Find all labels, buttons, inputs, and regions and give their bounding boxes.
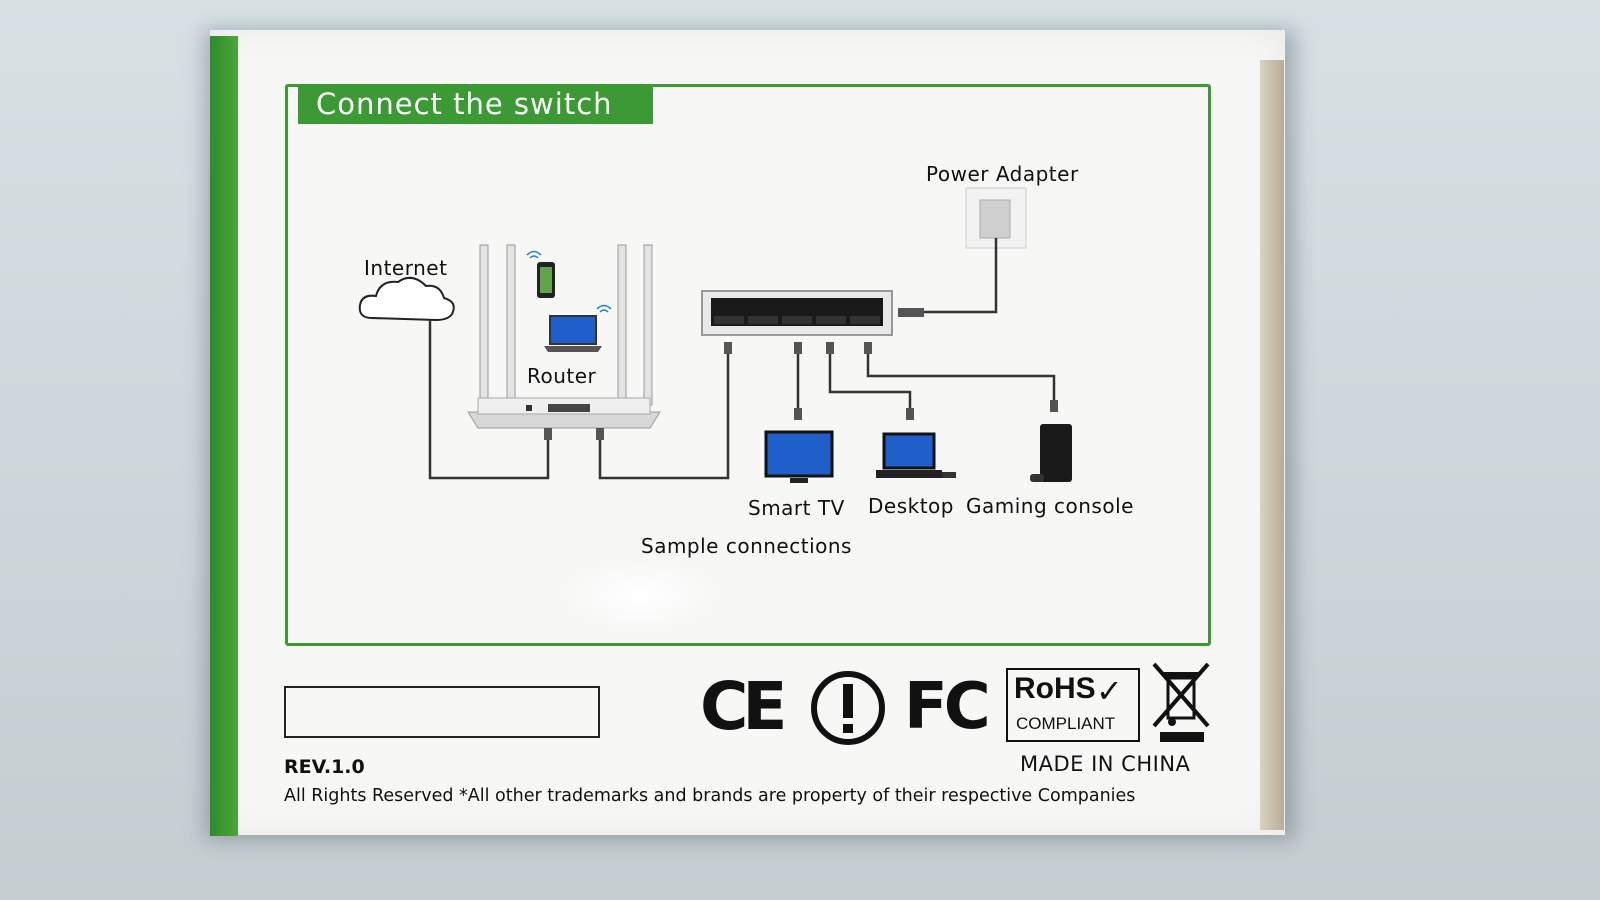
glare	[560, 560, 720, 630]
cable-internet	[428, 320, 550, 480]
power-adapter-icon	[898, 187, 1027, 317]
sample-connections-caption: Sample connections	[641, 534, 852, 558]
fcc-mark: FC	[904, 670, 991, 744]
rights-text: All Rights Reserved *All other trademark…	[284, 786, 1136, 806]
cable-router-switch	[598, 352, 730, 480]
smart-tv-label: Smart TV	[748, 496, 845, 520]
cable-desktop	[828, 346, 912, 412]
box-side-edge	[1260, 60, 1284, 830]
weee-bin-icon	[1152, 662, 1210, 742]
smartphone-icon	[526, 250, 555, 298]
switch-icon	[701, 290, 893, 336]
made-in-china-text: MADE IN CHINA	[1020, 752, 1191, 776]
diagram-frame	[285, 84, 1211, 646]
laptop-icon	[544, 304, 612, 352]
desktop-icon	[876, 432, 956, 478]
router-icon	[467, 244, 661, 429]
gaming-console-label: Gaming console	[966, 494, 1134, 518]
cloud-icon	[358, 276, 455, 322]
rohs-badge: RoHS ✓ COMPLIANT	[1006, 668, 1140, 742]
rohs-text: RoHS	[1014, 672, 1096, 705]
desktop-label: Desktop	[868, 494, 954, 518]
internet-label: Internet	[364, 256, 448, 280]
rohs-compliant-text: COMPLIANT	[1016, 714, 1116, 733]
box-title: Connect the switch	[298, 84, 653, 124]
power-adapter-label: Power Adapter	[926, 162, 1079, 186]
box-side-green	[210, 36, 238, 836]
gaming-console-icon	[1030, 424, 1072, 482]
blank-label-box	[284, 686, 600, 738]
revision-text: REV.1.0	[284, 756, 365, 778]
router-label: Router	[527, 364, 597, 388]
warning-icon	[811, 671, 885, 745]
cable-console	[866, 346, 1056, 408]
product-box	[210, 30, 1285, 835]
checkmark-icon: ✓	[1096, 672, 1123, 710]
smart-tv-icon	[764, 430, 834, 483]
ce-mark: CE	[700, 668, 787, 745]
